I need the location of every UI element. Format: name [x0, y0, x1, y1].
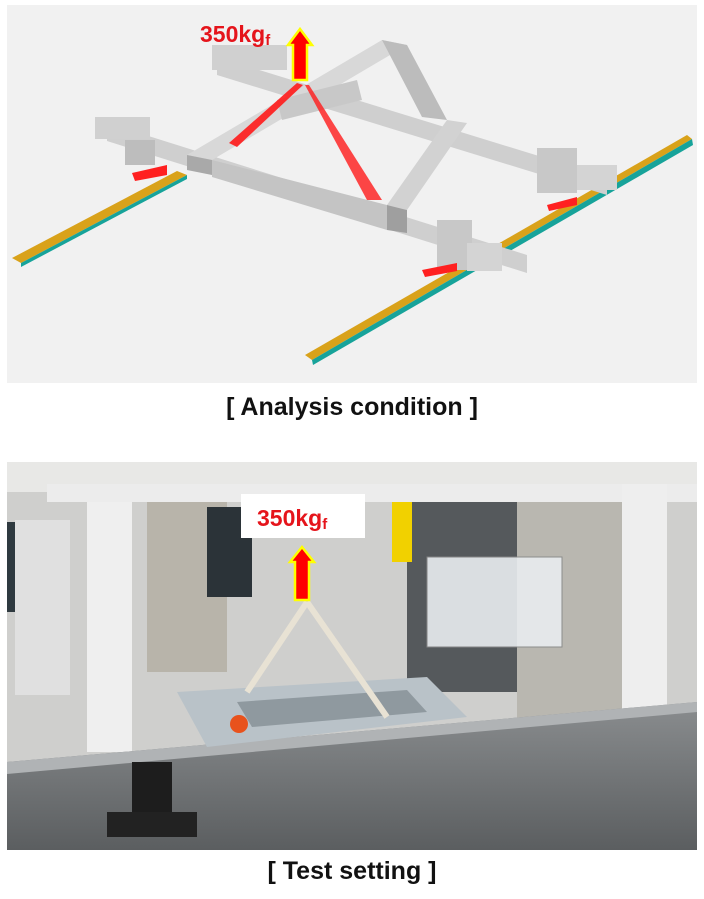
frame-model-render: [12, 26, 693, 365]
left-column: [87, 502, 132, 752]
analysis-caption: [ Analysis condition ]: [226, 393, 478, 421]
analysis-load-label: 350kgf: [200, 21, 271, 49]
analysis-condition-image: 350kgf: [7, 5, 697, 383]
test-caption: [ Test setting ]: [267, 857, 437, 885]
test-rig-photo: [7, 462, 697, 850]
gantry-beam: [47, 484, 697, 502]
load-arrow-icon: [285, 26, 315, 82]
test-load-label-background: [241, 494, 365, 538]
test-setting-photo: [7, 462, 697, 850]
left-rail: [12, 171, 187, 263]
test-load-arrow-icon: [287, 544, 317, 602]
test-load-label: 350kgf: [257, 505, 328, 533]
